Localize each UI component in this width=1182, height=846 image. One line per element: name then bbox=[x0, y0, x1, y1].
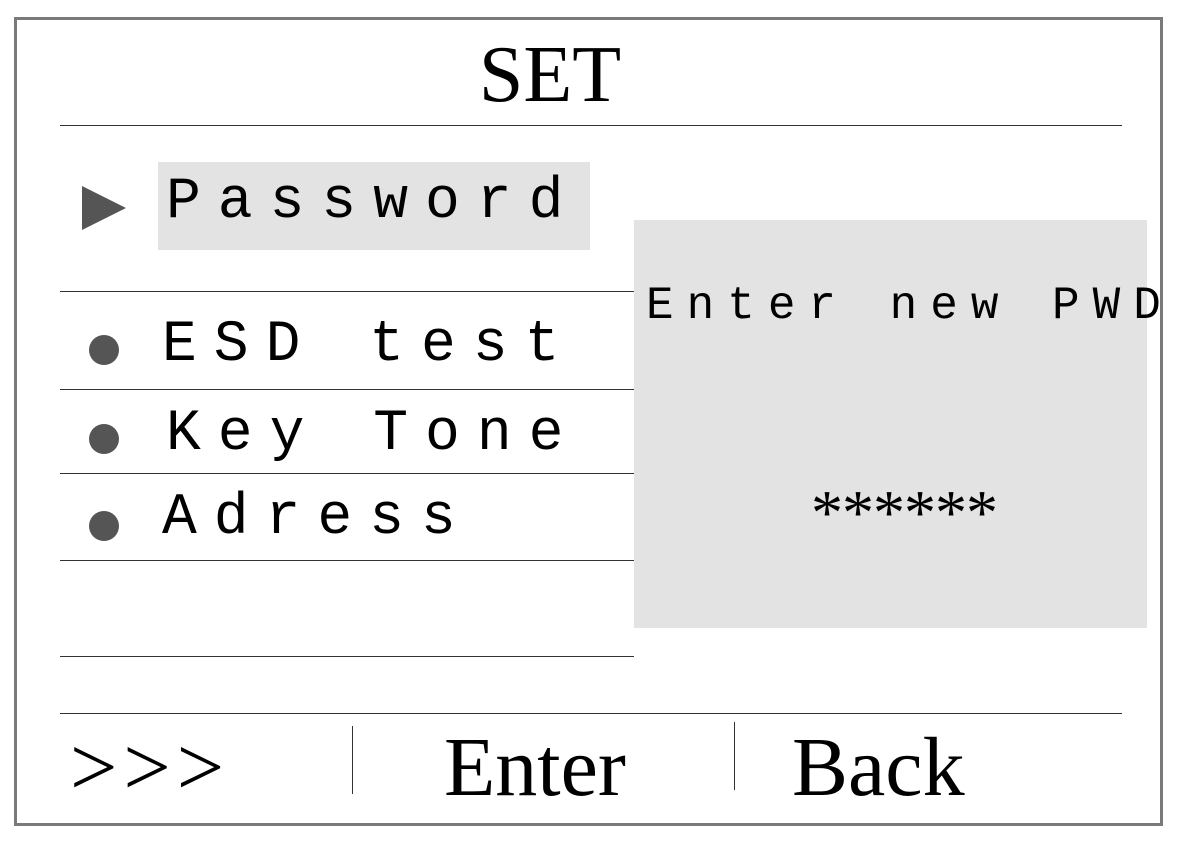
menu-item-password[interactable]: Password bbox=[166, 170, 581, 235]
page-title: SET bbox=[478, 31, 622, 119]
password-field[interactable]: ****** bbox=[811, 477, 998, 548]
title-divider bbox=[60, 125, 1122, 126]
bullet-icon bbox=[89, 335, 119, 365]
menu-divider bbox=[60, 389, 634, 390]
menu-divider bbox=[60, 560, 634, 561]
password-dialog: Enter new PWD ****** bbox=[634, 220, 1161, 628]
menu-divider bbox=[60, 656, 634, 657]
selection-arrow-icon bbox=[82, 186, 126, 230]
menu-item-key-tone[interactable]: Key Tone bbox=[166, 402, 581, 467]
more-softkey[interactable]: >>> bbox=[70, 721, 231, 814]
dialog-message: Enter new PWD bbox=[646, 280, 1174, 332]
back-softkey[interactable]: Back bbox=[792, 721, 965, 814]
bullet-icon bbox=[89, 511, 119, 541]
enter-softkey[interactable]: Enter bbox=[444, 721, 626, 814]
softkey-separator bbox=[734, 722, 735, 790]
softkey-separator bbox=[352, 726, 353, 794]
menu-item-adress[interactable]: Adress bbox=[162, 486, 473, 551]
bullet-icon bbox=[89, 424, 119, 454]
softkey-divider bbox=[60, 713, 1122, 714]
menu-divider bbox=[60, 473, 634, 474]
menu-item-esd-test[interactable]: ESD test bbox=[162, 313, 577, 378]
menu-divider bbox=[60, 291, 634, 292]
selected-item-highlight bbox=[158, 162, 590, 250]
